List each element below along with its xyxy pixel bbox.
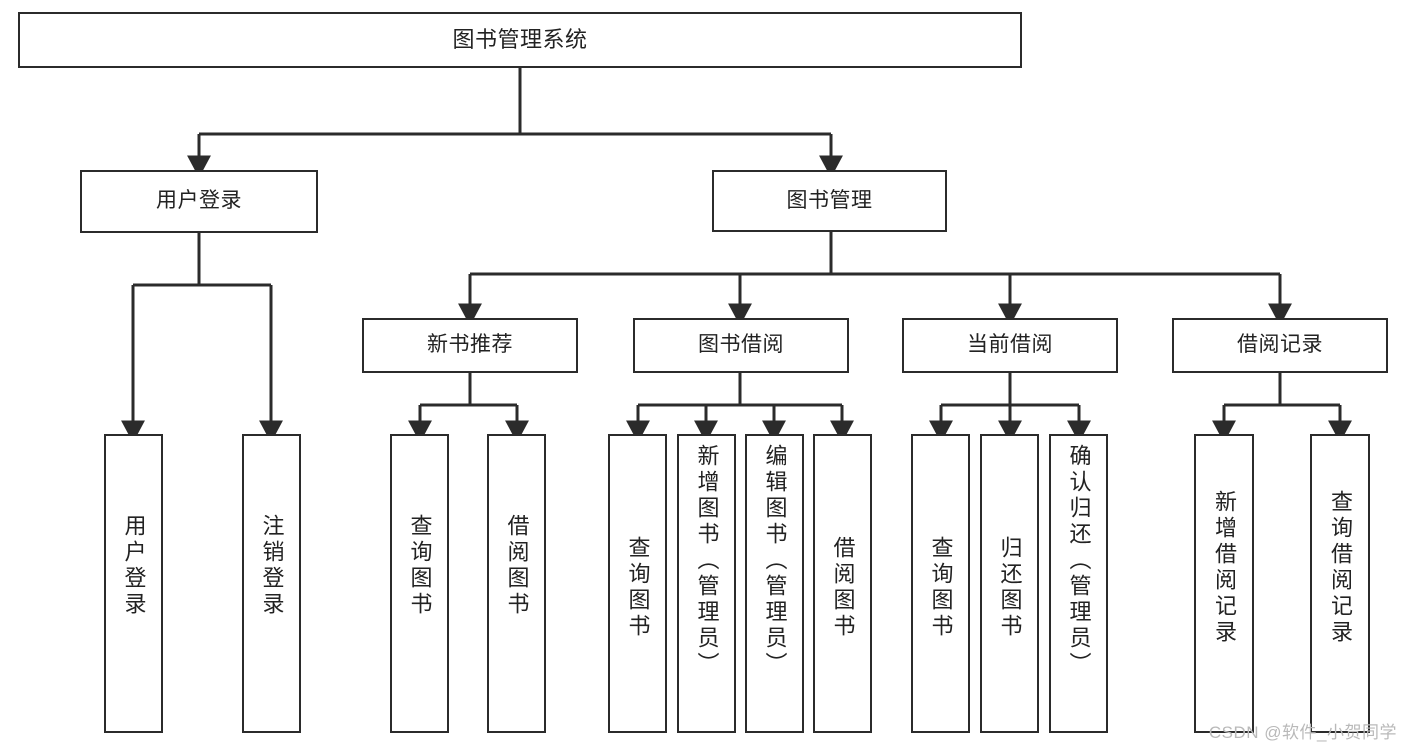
node-label: 新增借阅记录 xyxy=(1211,490,1237,646)
leaf-book-borrow-query[interactable]: 查询图书 xyxy=(608,434,667,733)
node-label: 用户登录 xyxy=(121,514,147,618)
node-label: 注销登录 xyxy=(259,514,285,618)
node-label: 用户登录 xyxy=(156,189,242,213)
leaf-borrow-record-add[interactable]: 新增借阅记录 xyxy=(1194,434,1254,733)
leaf-book-borrow-add[interactable]: 新增图书（管理员） xyxy=(677,434,736,733)
leaf-book-borrow-edit[interactable]: 编辑图书（管理员） xyxy=(745,434,804,733)
node-label: 确认归还（管理员） xyxy=(1066,444,1092,678)
node-label: 新书推荐 xyxy=(427,333,513,357)
node-current-borrow[interactable]: 当前借阅 xyxy=(902,318,1118,373)
node-label: 查询借阅记录 xyxy=(1327,490,1353,646)
node-label: 图书管理 xyxy=(786,188,873,212)
node-label: 归还图书 xyxy=(997,536,1023,640)
leaf-new-book-query[interactable]: 查询图书 xyxy=(390,434,449,733)
node-label: 编辑图书（管理员） xyxy=(762,444,788,678)
node-label: 查询图书 xyxy=(928,536,954,640)
node-book-borrow[interactable]: 图书借阅 xyxy=(633,318,849,373)
node-label: 图书借阅 xyxy=(698,333,784,357)
node-label: 当前借阅 xyxy=(967,333,1053,357)
node-borrow-record[interactable]: 借阅记录 xyxy=(1172,318,1388,373)
node-label: 查询图书 xyxy=(407,514,433,618)
leaf-borrow-record-query[interactable]: 查询借阅记录 xyxy=(1310,434,1370,733)
node-label: 新增图书（管理员） xyxy=(694,444,720,678)
leaf-current-borrow-return[interactable]: 归还图书 xyxy=(980,434,1039,733)
leaf-user-login-logout[interactable]: 注销登录 xyxy=(242,434,301,733)
node-user-login[interactable]: 用户登录 xyxy=(80,170,318,233)
csdn-watermark: CSDN @软件_小贺同学 xyxy=(1208,723,1397,742)
node-label: 借阅记录 xyxy=(1237,333,1323,357)
node-label: 图书管理系统 xyxy=(452,27,588,53)
node-label: 借阅图书 xyxy=(830,536,856,640)
leaf-book-borrow-borrow[interactable]: 借阅图书 xyxy=(813,434,872,733)
leaf-current-borrow-query[interactable]: 查询图书 xyxy=(911,434,970,733)
node-book-management[interactable]: 图书管理 xyxy=(712,170,947,232)
node-new-book-recommend[interactable]: 新书推荐 xyxy=(362,318,578,373)
leaf-user-login-login[interactable]: 用户登录 xyxy=(104,434,163,733)
leaf-current-borrow-confirm[interactable]: 确认归还（管理员） xyxy=(1049,434,1108,733)
leaf-new-book-borrow[interactable]: 借阅图书 xyxy=(487,434,546,733)
node-label: 借阅图书 xyxy=(504,514,530,618)
node-label: 查询图书 xyxy=(625,536,651,640)
node-root-system[interactable]: 图书管理系统 xyxy=(18,12,1022,68)
